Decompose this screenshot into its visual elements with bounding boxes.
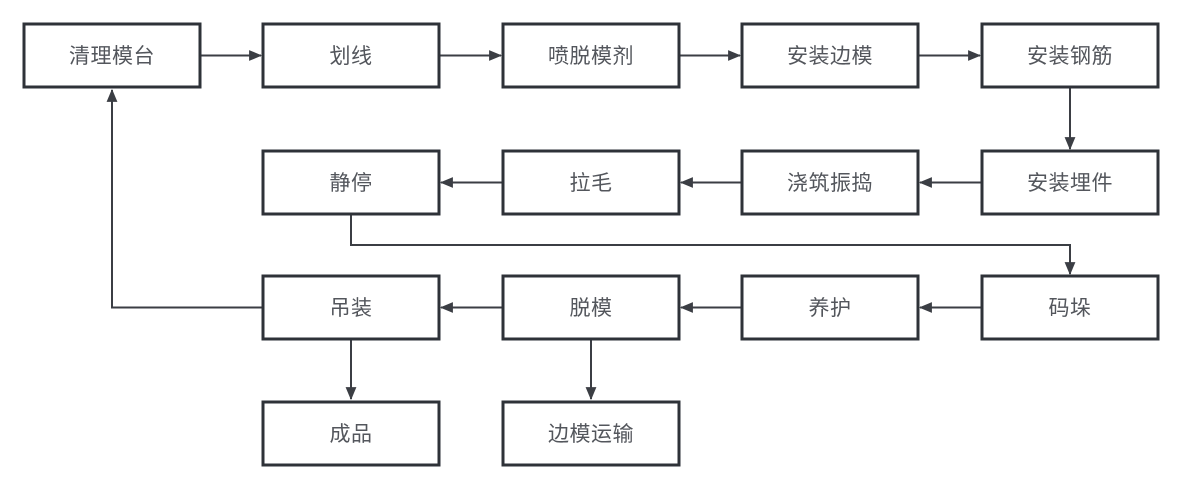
flow-node-install-side-mold: 安装边模 — [740, 22, 920, 89]
flow-node-pour-and-vibrate: 浇筑振捣 — [740, 149, 920, 216]
node-label: 边模运输 — [548, 423, 634, 446]
node-box — [501, 274, 681, 341]
node-box — [980, 22, 1160, 89]
node-label: 划线 — [330, 45, 373, 68]
node-box — [740, 274, 920, 341]
flow-node-stacking: 码垛 — [980, 274, 1160, 341]
flow-node-finished-product: 成品 — [261, 400, 441, 467]
node-box — [261, 22, 441, 89]
node-box — [261, 400, 441, 467]
flow-node-install-rebar: 安装钢筋 — [980, 22, 1160, 89]
node-label: 安装钢筋 — [1027, 45, 1113, 68]
node-label: 脱模 — [570, 297, 613, 320]
node-label: 清理模台 — [69, 45, 155, 68]
node-label: 喷脱模剂 — [548, 45, 634, 68]
flow-node-static-rest: 静停 — [261, 149, 441, 216]
node-box — [501, 22, 681, 89]
node-box — [980, 274, 1160, 341]
node-label: 吊装 — [330, 297, 373, 320]
flow-node-hoisting: 吊装 — [261, 274, 441, 341]
node-label: 养护 — [809, 297, 852, 320]
flow-node-demolding: 脱模 — [501, 274, 681, 341]
flow-node-spray-release-agent: 喷脱模剂 — [501, 22, 681, 89]
node-label: 安装边模 — [787, 45, 873, 68]
node-label: 成品 — [330, 423, 373, 446]
node-box — [740, 22, 920, 89]
node-label: 码垛 — [1049, 297, 1092, 320]
node-label: 拉毛 — [570, 172, 613, 195]
flow-node-marking: 划线 — [261, 22, 441, 89]
flow-node-roughening: 拉毛 — [501, 149, 681, 216]
node-box — [980, 149, 1160, 216]
node-box — [740, 149, 920, 216]
edge-static-rest-to-stacking — [350, 214, 1076, 276]
node-label: 静停 — [330, 172, 373, 195]
node-box — [261, 149, 441, 216]
edge-hoisting-to-clean-mold-table — [106, 88, 263, 309]
flow-node-clean-mold-table: 清理模台 — [22, 22, 202, 89]
node-box — [501, 400, 681, 467]
node-label: 安装埋件 — [1027, 172, 1113, 195]
node-box — [261, 274, 441, 341]
node-box — [22, 22, 202, 89]
node-box — [501, 149, 681, 216]
node-label: 浇筑振捣 — [787, 172, 873, 195]
flow-node-curing: 养护 — [740, 274, 920, 341]
flow-node-side-mold-transport: 边模运输 — [501, 400, 681, 467]
flow-node-install-embedded-parts: 安装埋件 — [980, 149, 1160, 216]
